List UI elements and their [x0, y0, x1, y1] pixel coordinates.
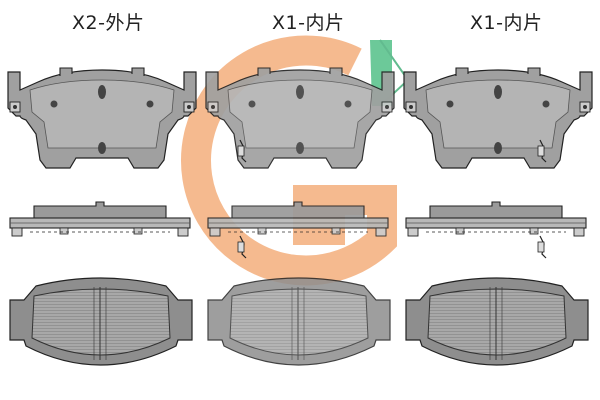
label-outer-pad: X2-外片 [72, 12, 145, 34]
inner-pad-1-friction-view [207, 277, 391, 366]
outer-pad-side-view [9, 201, 191, 237]
outer-pad-friction-view [9, 277, 193, 366]
outer-pad-top-view [7, 67, 197, 169]
inner-pad-2-top-view [403, 67, 593, 169]
inner-pad-2-sensor-side [537, 235, 547, 259]
inner-pad-2-friction-view [405, 277, 589, 366]
inner-pad-1-top-view [205, 67, 395, 169]
label-inner-pad-1: X1-内片 [272, 12, 345, 34]
inner-pad-2-side-view [405, 201, 587, 237]
label-inner-pad-2: X1-内片 [470, 12, 543, 34]
